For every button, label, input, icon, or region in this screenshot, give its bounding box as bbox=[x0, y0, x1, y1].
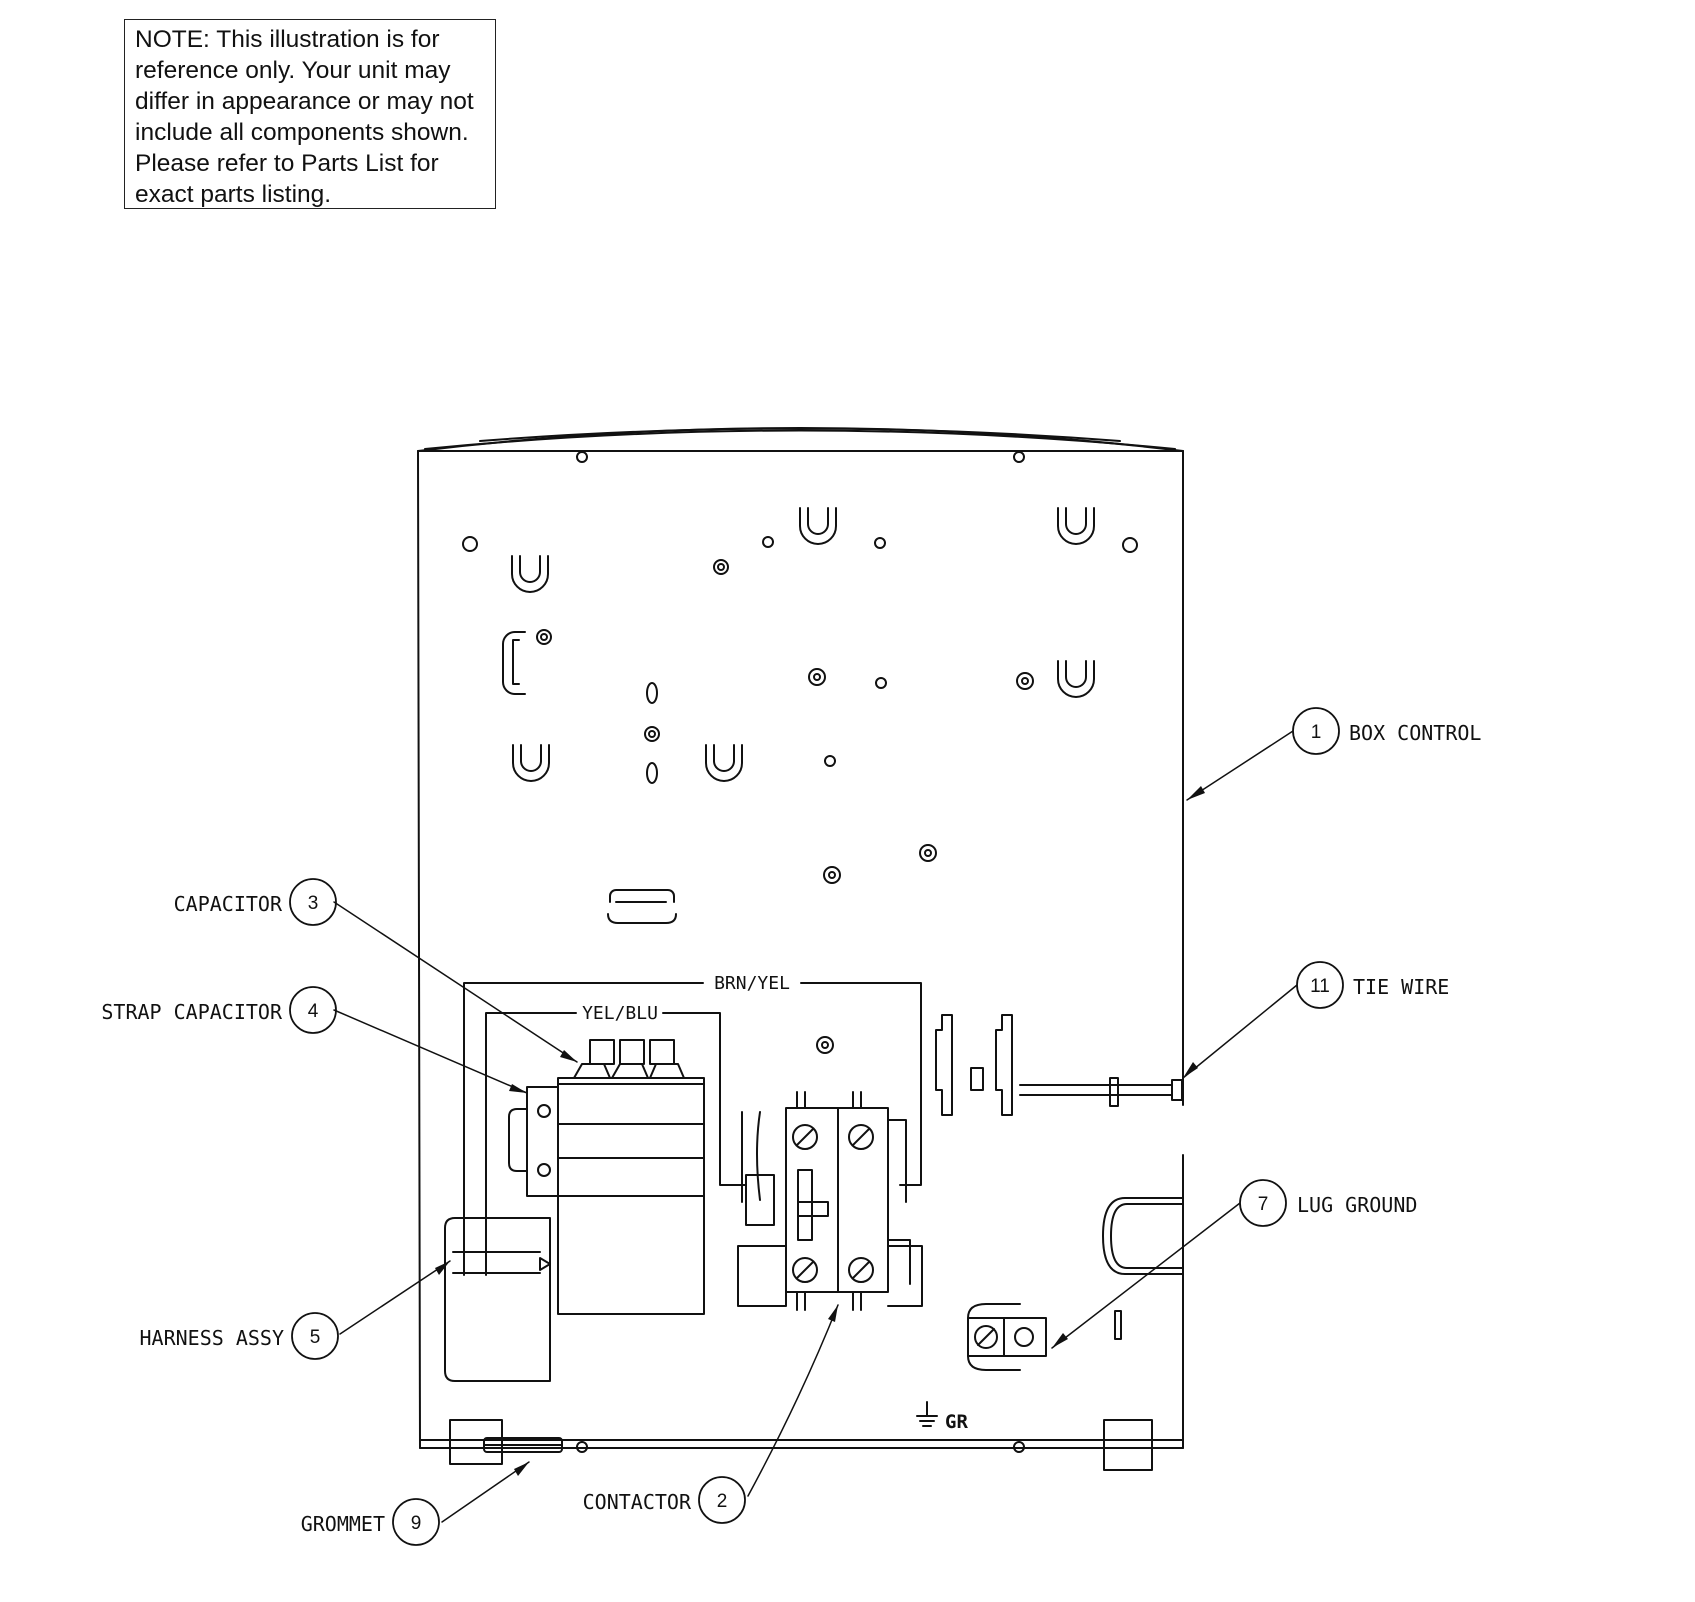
ground-label: GR bbox=[945, 1411, 968, 1433]
wire-label-brn-yel: BRN/YEL bbox=[714, 973, 790, 994]
callout-harness-assy: 5 HARNESS ASSY bbox=[140, 1312, 339, 1360]
note-line: include all components shown. bbox=[135, 119, 469, 146]
leader-lines bbox=[333, 730, 1298, 1523]
callout-number: 5 bbox=[310, 1327, 321, 1348]
strap-capacitor bbox=[508, 1086, 559, 1197]
capacitor bbox=[557, 1039, 705, 1315]
callout-label: BOX CONTROL bbox=[1349, 721, 1481, 745]
note-line: NOTE: This illustration is for bbox=[135, 26, 440, 53]
leader-arrowheads bbox=[435, 786, 1205, 1476]
callout-label: LUG GROUND bbox=[1297, 1193, 1417, 1217]
callout-contactor: 2 CONTACTOR bbox=[583, 1476, 746, 1524]
note-line: differ in appearance or may not bbox=[135, 88, 474, 115]
contactor bbox=[737, 1091, 923, 1311]
wire-label-yel-blu: YEL/BLU bbox=[582, 1003, 658, 1024]
box-control-panel bbox=[417, 427, 1184, 1471]
callout-tie-wire: 11 TIE WIRE bbox=[1296, 961, 1449, 1009]
callout-capacitor: 3 CAPACITOR bbox=[174, 878, 337, 926]
callout-label: CONTACTOR bbox=[583, 1490, 692, 1514]
callout-grommet: 9 GROMMET bbox=[301, 1498, 440, 1546]
callout-strap-capacitor: 4 STRAP CAPACITOR bbox=[101, 986, 337, 1034]
callout-number: 9 bbox=[411, 1513, 422, 1534]
grommet bbox=[483, 1437, 563, 1453]
callout-number: 11 bbox=[1310, 976, 1330, 997]
callout-lug-ground: 7 LUG GROUND bbox=[1239, 1179, 1417, 1227]
callout-number: 7 bbox=[1258, 1194, 1269, 1215]
note-line: reference only. Your unit may bbox=[135, 57, 451, 84]
panel-holes bbox=[462, 536, 1138, 1054]
callout-label: HARNESS ASSY bbox=[140, 1326, 285, 1350]
callout-number: 1 bbox=[1311, 722, 1322, 743]
callout-label: CAPACITOR bbox=[174, 892, 283, 916]
callout-box-control: 1 BOX CONTROL bbox=[1292, 707, 1481, 755]
harness-wires bbox=[444, 982, 922, 1382]
note-line: exact parts listing. bbox=[135, 181, 332, 208]
callout-number: 2 bbox=[717, 1491, 728, 1512]
lug-ground bbox=[916, 1303, 1122, 1427]
note-line: Please refer to Parts List for bbox=[135, 150, 439, 177]
callout-number: 4 bbox=[308, 1001, 319, 1022]
tie-wire bbox=[935, 1014, 1183, 1116]
callout-number: 3 bbox=[308, 893, 319, 914]
reference-note-box: NOTE: This illustration is for reference… bbox=[124, 19, 496, 209]
callout-label: GROMMET bbox=[301, 1512, 385, 1536]
callout-label: TIE WIRE bbox=[1353, 975, 1449, 999]
u-knockouts bbox=[502, 507, 1095, 924]
callout-label: STRAP CAPACITOR bbox=[101, 1000, 283, 1024]
